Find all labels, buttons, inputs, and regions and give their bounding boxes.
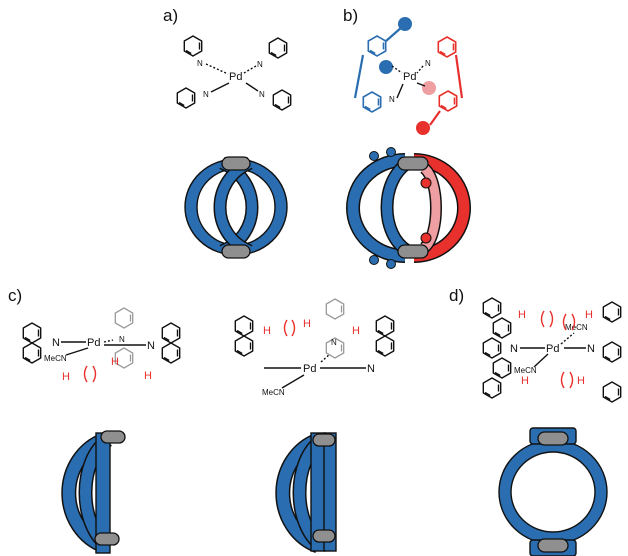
svg-text:N: N bbox=[119, 335, 125, 344]
svg-text:N: N bbox=[510, 343, 518, 355]
svg-text:N: N bbox=[367, 363, 375, 375]
svg-text:N: N bbox=[257, 60, 263, 69]
pyridine-ligand-bottom-left: N bbox=[176, 82, 230, 109]
svg-text:MeCN: MeCN bbox=[262, 388, 285, 397]
svg-text:H: H bbox=[585, 309, 593, 321]
svg-text:N: N bbox=[259, 90, 265, 99]
pyridine-ligand-bottom-right: N bbox=[245, 82, 292, 111]
svg-text:H: H bbox=[303, 318, 311, 330]
svg-text:MeCN: MeCN bbox=[44, 354, 67, 363]
metal-node-bottom bbox=[312, 529, 336, 543]
svg-text:N: N bbox=[425, 59, 431, 68]
metal-node-top bbox=[221, 156, 251, 171]
cage-b bbox=[346, 147, 471, 269]
complex-c-middle: H H N H Pd N MeCN bbox=[234, 298, 395, 397]
panel-label-c: c) bbox=[8, 286, 22, 305]
svg-text:H: H bbox=[352, 325, 360, 337]
blue-ligand-end-mid bbox=[379, 60, 393, 74]
svg-text:H: H bbox=[263, 325, 271, 337]
red-ligand-end-mid bbox=[422, 81, 436, 95]
blue-ligand: N bbox=[353, 17, 412, 113]
cage-c-left bbox=[61, 430, 126, 554]
svg-text:N: N bbox=[147, 340, 155, 352]
red-ligand: N bbox=[416, 36, 464, 135]
cage-a bbox=[184, 156, 288, 259]
metal-node-top bbox=[397, 156, 429, 171]
panel-c: c) N Pd MeCN H N H N H bbox=[8, 286, 395, 397]
complex-d: H N Pd MeCN MeCN N H H H bbox=[482, 297, 622, 403]
cage-c-middle bbox=[275, 432, 337, 554]
svg-text:Pd: Pd bbox=[87, 337, 100, 349]
svg-text:N: N bbox=[203, 90, 209, 99]
svg-text:N: N bbox=[587, 343, 595, 355]
panel-label-d: d) bbox=[449, 286, 464, 305]
svg-text:N: N bbox=[52, 337, 60, 349]
svg-text:H: H bbox=[521, 375, 529, 387]
cage-d bbox=[498, 427, 608, 556]
metal-node-bottom bbox=[94, 532, 120, 546]
svg-text:MeCN: MeCN bbox=[565, 323, 588, 332]
pyridine-ligand-top-left: N bbox=[183, 35, 229, 75]
svg-text:N: N bbox=[389, 95, 395, 104]
panel-label-a: a) bbox=[163, 6, 178, 25]
svg-text:N: N bbox=[197, 59, 203, 68]
panel-d: d) H N Pd MeCN MeCN N H H H bbox=[449, 286, 622, 403]
metal-node-top bbox=[537, 431, 569, 446]
svg-text:H: H bbox=[144, 370, 152, 382]
blue-ligand-end-top bbox=[398, 17, 412, 31]
metal-label: Pd bbox=[403, 71, 416, 83]
panel-b: b) Pd N N bbox=[343, 6, 464, 135]
complex-c-left: N Pd MeCN H N H N H bbox=[22, 307, 181, 383]
panel-a: a) Pd N N N N bbox=[163, 6, 292, 111]
panel-label-b: b) bbox=[343, 6, 358, 25]
svg-text:Pd: Pd bbox=[303, 363, 316, 375]
svg-text:H: H bbox=[62, 371, 70, 383]
metal-node-bottom bbox=[397, 244, 429, 259]
metal-node-bottom bbox=[537, 538, 569, 553]
metal-node-top bbox=[312, 433, 336, 447]
svg-text:Pd: Pd bbox=[546, 343, 559, 355]
svg-text:H: H bbox=[577, 375, 585, 387]
pyridine-ligand-top-right: N bbox=[243, 37, 288, 74]
svg-text:MeCN: MeCN bbox=[514, 366, 537, 375]
metal-label: Pd bbox=[229, 71, 242, 83]
svg-text:H: H bbox=[111, 356, 119, 368]
metal-node-bottom bbox=[221, 244, 251, 259]
metal-node-top bbox=[100, 430, 126, 444]
svg-text:H: H bbox=[518, 309, 526, 321]
red-ligand-end-bottom bbox=[416, 121, 430, 135]
svg-text:N: N bbox=[331, 338, 337, 347]
